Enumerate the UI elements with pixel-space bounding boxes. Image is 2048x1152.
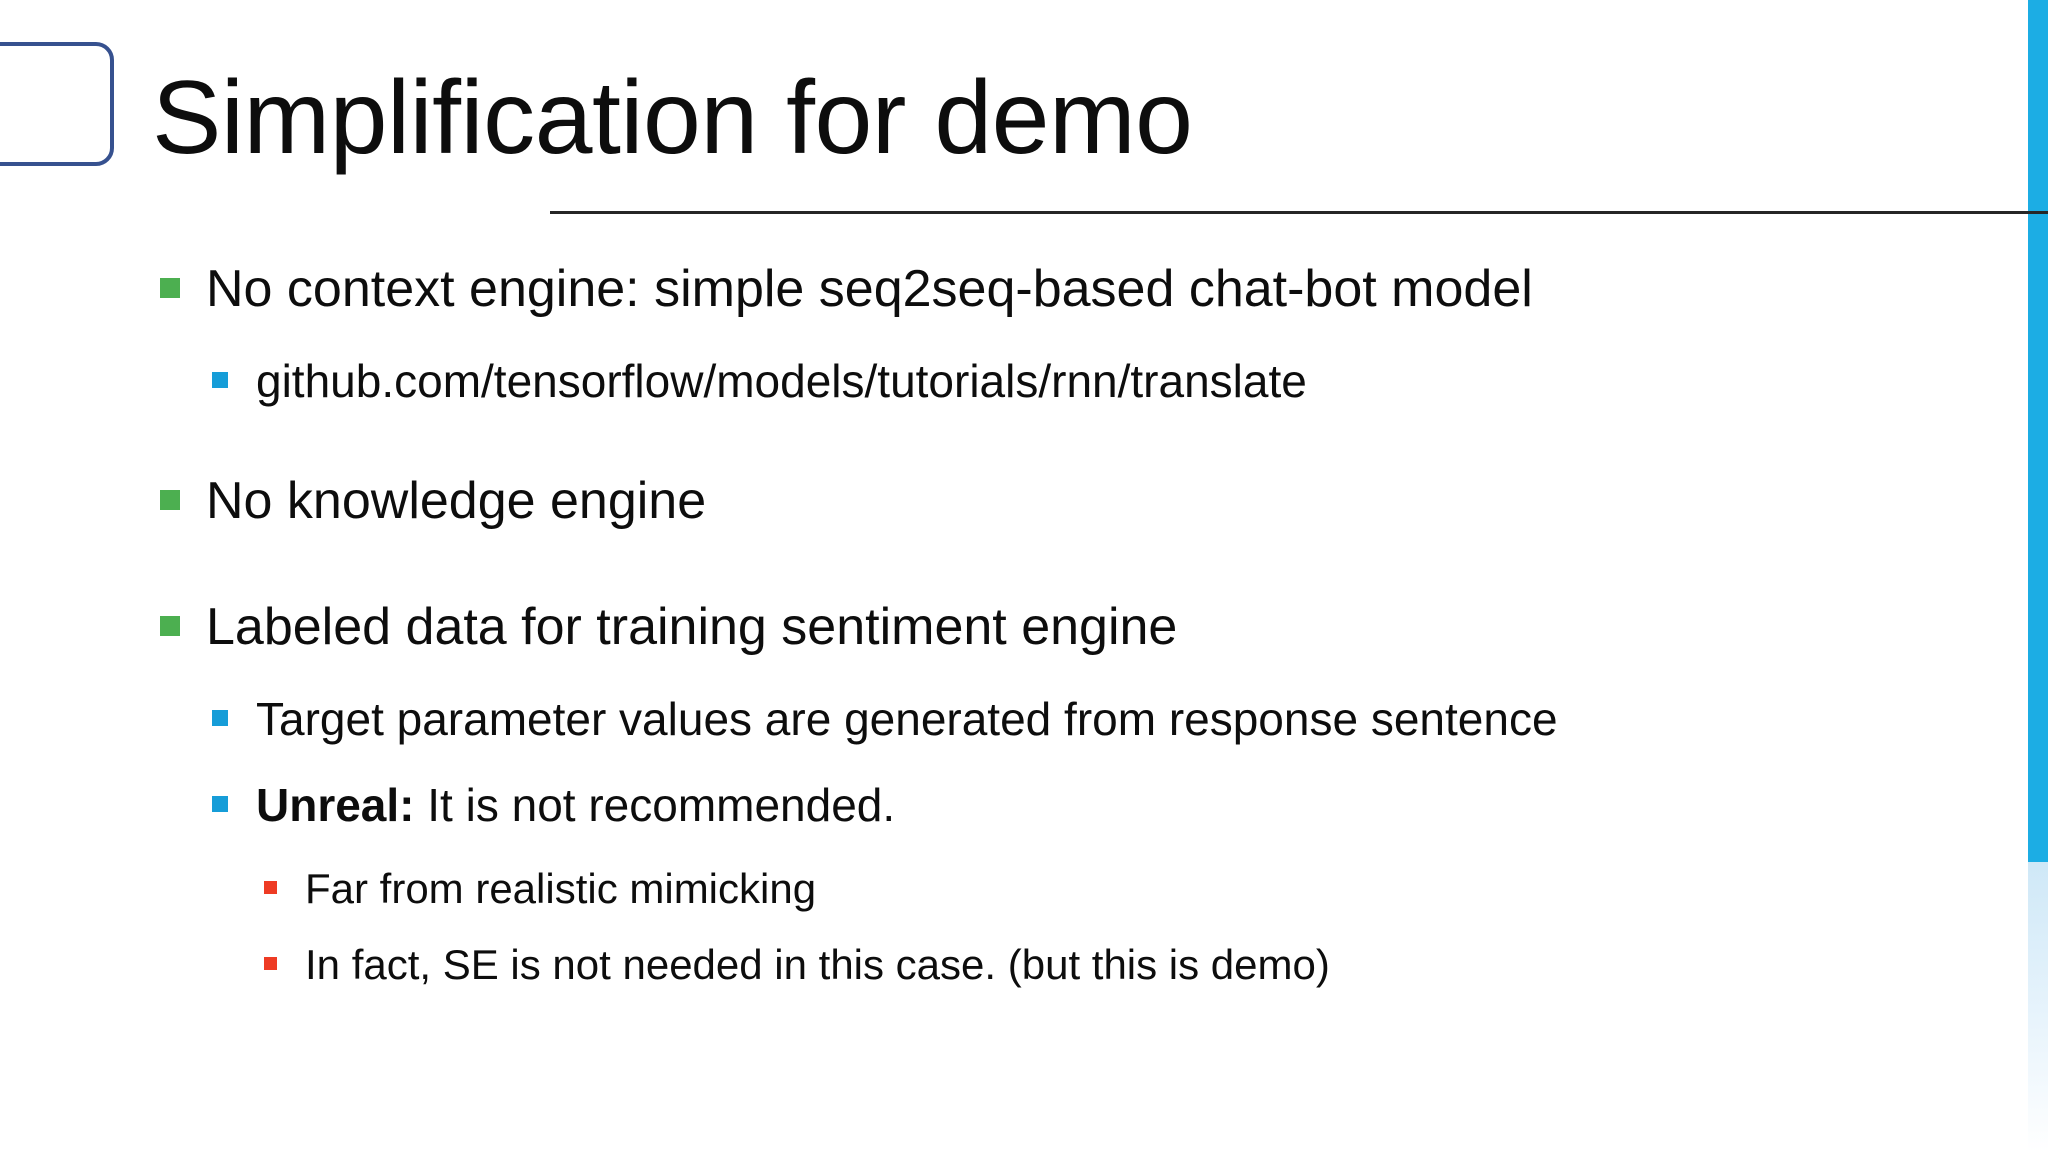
list-item: github.com/tensorflow/models/tutorials/r… [0, 348, 1900, 424]
list-item-emphasis: Unreal: [256, 779, 415, 831]
list-item: Labeled data for training sentiment engi… [0, 590, 1900, 676]
spacer [0, 434, 1900, 464]
title-divider-rule [550, 211, 2048, 214]
list-item-label: github.com/tensorflow/models/tutorials/r… [256, 355, 1307, 407]
list-item: No context engine: simple seq2seq-based … [0, 252, 1900, 338]
bullet-square-icon [264, 957, 277, 970]
bullet-square-icon [212, 710, 228, 726]
list-item-label: Labeled data for training sentiment engi… [206, 598, 1178, 656]
bullet-square-icon [212, 796, 228, 812]
list-item-label: Far from realistic mimicking [305, 865, 817, 912]
bullet-square-icon [264, 881, 277, 894]
list-item: Unreal: It is not recommended. [0, 772, 1900, 848]
list-item-label: Unreal: It is not recommended. [256, 772, 1900, 838]
list-item: Target parameter values are generated fr… [0, 686, 1900, 762]
list-item-label: No context engine: simple seq2seq-based … [206, 260, 1533, 318]
spacer [0, 560, 1900, 590]
list-item: No knowledge engine [0, 464, 1900, 550]
list-item-label-rest: It is not recommended. [414, 779, 896, 831]
list-item-label: In fact, SE is not needed in this case. … [305, 941, 1330, 988]
list-item-label: No knowledge engine [206, 472, 707, 530]
page-title: Simplification for demo [152, 60, 1193, 176]
bullet-square-icon [160, 616, 180, 636]
list-item: Far from realistic mimicking [0, 858, 1900, 928]
bullet-square-icon [160, 278, 180, 298]
list-item-label: Target parameter values are generated fr… [256, 693, 1558, 745]
bullet-square-icon [212, 372, 228, 388]
list-item: In fact, SE is not needed in this case. … [0, 934, 1900, 1004]
slide-body: No context engine: simple seq2seq-based … [0, 252, 1900, 1010]
decorative-corner-box [0, 42, 114, 166]
decorative-right-accent-bar [2028, 0, 2048, 862]
title-area: Simplification for demo [0, 28, 2048, 196]
bullet-square-icon [160, 490, 180, 510]
decorative-right-accent-bar-fade [2028, 862, 2048, 1152]
